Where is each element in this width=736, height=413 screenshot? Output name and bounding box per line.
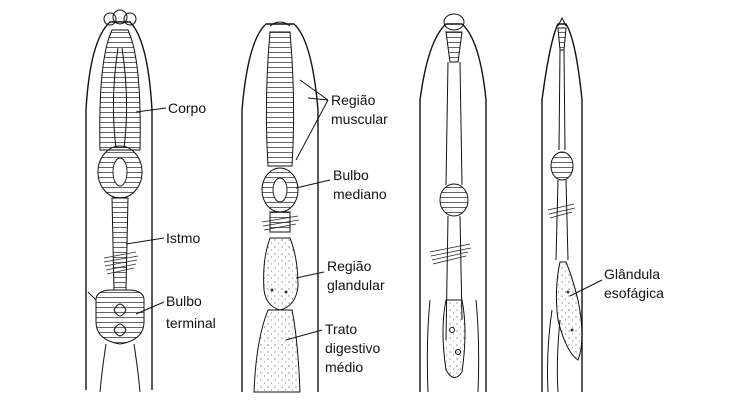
figure-2-nematode bbox=[241, 21, 319, 393]
trato-digestivo-medio bbox=[253, 309, 301, 393]
corpo-region bbox=[99, 29, 141, 151]
head-lips bbox=[103, 9, 137, 26]
regiao-muscular bbox=[265, 31, 295, 167]
figure-1-nematode bbox=[85, 9, 153, 393]
label-bulbo-terminal-1: Bulbo bbox=[166, 293, 202, 309]
label-regiao-muscular-1: Região bbox=[331, 92, 376, 108]
labels: Corpo Istmo Bulbo terminal Região muscul… bbox=[166, 92, 664, 375]
glandula-esofagica bbox=[555, 261, 583, 361]
label-bulbo-terminal-2: terminal bbox=[166, 315, 216, 331]
figure-4-nematode bbox=[541, 16, 583, 393]
label-regiao-muscular-2: muscular bbox=[331, 111, 388, 127]
label-regiao-glandular-2: glandular bbox=[327, 277, 385, 293]
label-trato-1: Trato bbox=[325, 321, 357, 337]
istmo-region bbox=[103, 197, 139, 291]
label-glandula-2: esofágica bbox=[604, 285, 664, 301]
label-regiao-glandular-1: Região bbox=[327, 258, 372, 274]
label-trato-3: médio bbox=[325, 359, 363, 375]
bulbo-mediano bbox=[261, 167, 300, 233]
label-corpo: Corpo bbox=[168, 100, 206, 116]
bulbo-fig4 bbox=[547, 151, 576, 261]
leader-lines bbox=[125, 79, 603, 341]
label-glandula-1: Glândula bbox=[604, 266, 660, 282]
label-trato-2: digestivo bbox=[325, 340, 380, 356]
metacorpus-bulb bbox=[97, 145, 143, 199]
label-istmo: Istmo bbox=[166, 230, 200, 246]
regiao-glandular bbox=[263, 237, 299, 311]
terminal-bulb bbox=[95, 289, 145, 345]
label-bulbo-mediano-2: mediano bbox=[333, 186, 387, 202]
label-bulbo-mediano-1: Bulbo bbox=[333, 167, 369, 183]
figure-3-nematode bbox=[419, 13, 487, 393]
